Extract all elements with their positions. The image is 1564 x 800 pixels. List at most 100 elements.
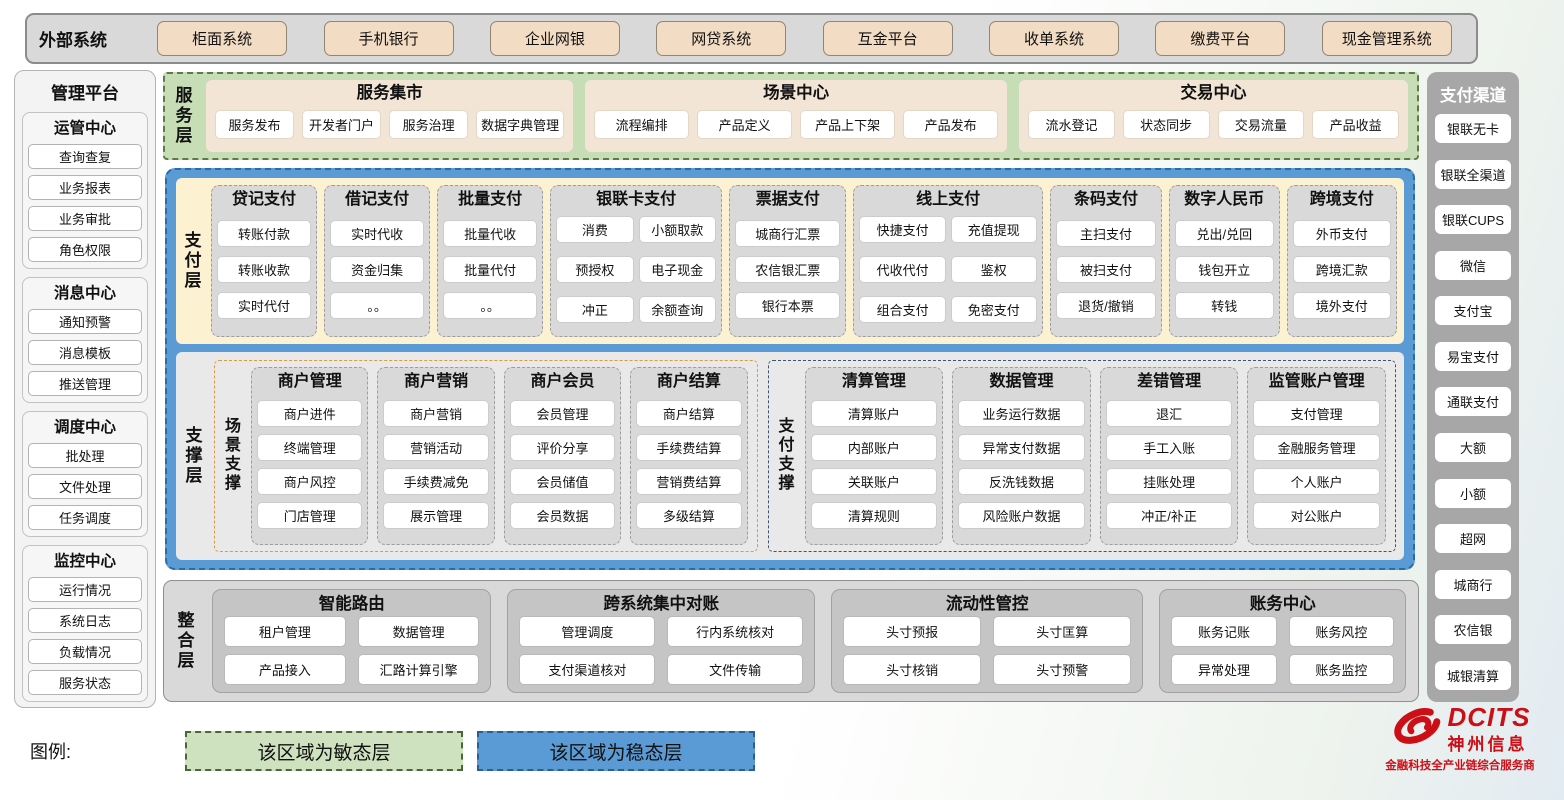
payment-layer-band: 支付层 贷记支付转账付款转账收款实时代付借记支付实时代收资金归集。。批量支付批量… (176, 178, 1404, 344)
support-column: 差错管理退汇手工入账挂账处理冲正/补正 (1099, 367, 1239, 545)
payment-column-title: 批量支付 (458, 191, 523, 208)
integration-item: 头寸核销 (844, 654, 981, 684)
payment-column-title: 跨境支付 (1309, 191, 1374, 208)
integration-item: 账务记账 (1172, 616, 1276, 646)
payment-channel-item: 通联支付 (1435, 387, 1511, 417)
integration-panel: 账务中心账务记账账务风控异常处理账务监控 (1159, 589, 1406, 693)
management-item: 任务调度 (28, 505, 142, 530)
support-item: 个人账户 (1254, 469, 1379, 495)
payment-layer-columns: 贷记支付转账付款转账收款实时代付借记支付实时代收资金归集。。批量支付批量代收批量… (211, 185, 1397, 337)
payment-channel-item: 易宝支付 (1435, 341, 1511, 371)
service-item: 开发者门户 (303, 111, 381, 139)
payment-column-title: 贷记支付 (232, 191, 297, 208)
support-column-items: 商户进件终端管理商户风控门店管理 (258, 393, 362, 537)
management-group: 消息中心通知预警消息模板推送管理 (22, 277, 148, 403)
payment-channel-item: 大额 (1435, 433, 1511, 463)
support-group-label: 支付支撑 (778, 418, 795, 492)
payment-channel-item: 银联CUPS (1435, 205, 1511, 235)
payment-column: 批量支付批量代收批量代付。。 (437, 185, 544, 337)
support-item: 终端管理 (258, 435, 362, 461)
management-item: 通知预警 (28, 309, 142, 334)
support-item: 会员储值 (510, 469, 615, 495)
stable-layer-container: 支付层 贷记支付转账付款转账收款实时代付借记支付实时代收资金归集。。批量支付批量… (165, 168, 1415, 570)
management-groups: 运管中心查询查复业务报表业务审批角色权限消息中心通知预警消息模板推送管理调度中心… (22, 112, 148, 702)
external-system-item: 柜面系统 (157, 21, 288, 56)
support-item: 展示管理 (384, 503, 488, 529)
legend-label: 图例: (30, 742, 72, 762)
payment-item: 鉴权 (951, 257, 1036, 283)
payment-item: 免密支付 (951, 297, 1036, 323)
support-item: 商户风控 (258, 469, 362, 495)
brand-name: DCITS (1447, 702, 1531, 732)
external-system-item: 企业网银 (489, 21, 620, 56)
payment-column-items: 快捷支付充值提现代收代付鉴权组合支付免密支付 (860, 211, 1036, 329)
support-column: 商户会员会员管理评价分享会员储值会员数据 (503, 367, 622, 545)
payment-channel-item: 城商行 (1435, 569, 1511, 599)
support-column-title: 数据管理 (989, 373, 1054, 390)
integration-item: 产品接入 (225, 654, 345, 684)
management-group-title: 监控中心 (53, 553, 116, 570)
legend-items: 该区域为敏态层该区域为稳态层 (185, 731, 756, 771)
brand-tagline: 金融科技全产业链综合服务商 (1385, 760, 1535, 772)
support-column-title: 商户营销 (404, 373, 469, 390)
external-system-item: 收单系统 (989, 21, 1120, 56)
management-item: 负载情况 (28, 639, 142, 664)
management-item: 推送管理 (28, 371, 142, 396)
payment-layer-label: 支付层 (184, 230, 202, 291)
support-item: 商户营销 (384, 401, 488, 427)
support-item: 风险账户数据 (959, 503, 1084, 529)
payment-column-title: 银联卡支付 (596, 191, 677, 208)
brand-name-cn: 神州信息 (1447, 735, 1528, 754)
service-item: 状态同步 (1123, 111, 1209, 139)
payment-item: 消费 (557, 217, 633, 243)
payment-channels-title: 支付渠道 (1440, 87, 1506, 105)
support-item: 商户结算 (637, 401, 741, 427)
support-column-items: 清算账户内部账户关联账户清算规则 (811, 393, 937, 537)
integration-layer: 整合层 智能路由租户管理数据管理产品接入汇路计算引擎跨系统集中对账管理调度行内系… (163, 580, 1419, 702)
support-column-items: 商户结算手续费结算营销费结算多级结算 (637, 393, 741, 537)
external-system-item: 手机银行 (323, 21, 454, 56)
support-column-items: 商户营销营销活动手续费减免展示管理 (384, 393, 488, 537)
service-item: 流程编排 (595, 111, 689, 139)
payment-item: 城商行汇票 (736, 221, 840, 247)
support-column-title: 商户管理 (277, 373, 342, 390)
support-item: 会员数据 (510, 503, 615, 529)
payment-column-items: 批量代收批量代付。。 (444, 211, 537, 329)
payment-item: 退货/撤销 (1056, 293, 1156, 319)
support-column: 数据管理业务运行数据异常支付数据反洗钱数据风险账户数据 (952, 367, 1091, 545)
payment-item: 冲正 (557, 297, 633, 323)
payment-item: 小额取款 (639, 217, 716, 243)
integration-item: 数据管理 (358, 616, 479, 646)
integration-item: 管理调度 (520, 616, 655, 646)
support-item: 手续费减免 (384, 469, 488, 495)
integration-item: 账务监控 (1289, 654, 1393, 684)
payment-column-items: 兑出/兑回钱包开立转钱 (1176, 211, 1273, 329)
payment-column: 票据支付城商行汇票农信银汇票银行本票 (729, 185, 847, 337)
support-layer-band: 支撑层 场景支撑商户管理商户进件终端管理商户风控门店管理商户营销商户营销营销活动… (176, 352, 1404, 560)
management-group-title: 运管中心 (53, 120, 116, 137)
payment-item: 跨境汇款 (1293, 257, 1390, 283)
payment-column-items: 实时代收资金归集。。 (331, 211, 424, 329)
payment-item: 。。 (331, 293, 424, 319)
payment-item: 组合支付 (860, 297, 945, 323)
integration-item: 头寸预警 (994, 654, 1131, 684)
external-system-item: 互金平台 (822, 21, 953, 56)
management-item: 查询查复 (28, 144, 142, 169)
payment-column-title: 线上支付 (916, 191, 981, 208)
support-item: 支付管理 (1254, 401, 1379, 427)
service-panel-title: 交易中心 (1180, 84, 1247, 102)
payment-item: 转账收款 (218, 257, 311, 283)
brand-row: DCITS 神州信息 (1390, 704, 1531, 755)
service-panel: 服务集市服务发布开发者门户服务治理数据字典管理 (206, 80, 574, 152)
external-systems-bar: 外部系统 柜面系统手机银行企业网银网贷系统互金平台收单系统缴费平台现金管理系统 (25, 13, 1478, 64)
management-group: 监控中心运行情况系统日志负载情况服务状态 (22, 545, 148, 702)
payment-item: 农信银汇票 (736, 257, 840, 283)
management-item: 消息模板 (28, 340, 142, 365)
payment-column-title: 条码支付 (1073, 191, 1138, 208)
support-group-navy: 支付支撑清算管理清算账户内部账户关联账户清算规则数据管理业务运行数据异常支付数据… (767, 360, 1396, 552)
management-platform-title: 管理平台 (51, 84, 119, 103)
payment-item: 批量代收 (444, 221, 537, 247)
support-item: 手工入账 (1106, 435, 1232, 461)
support-item: 业务运行数据 (959, 401, 1084, 427)
